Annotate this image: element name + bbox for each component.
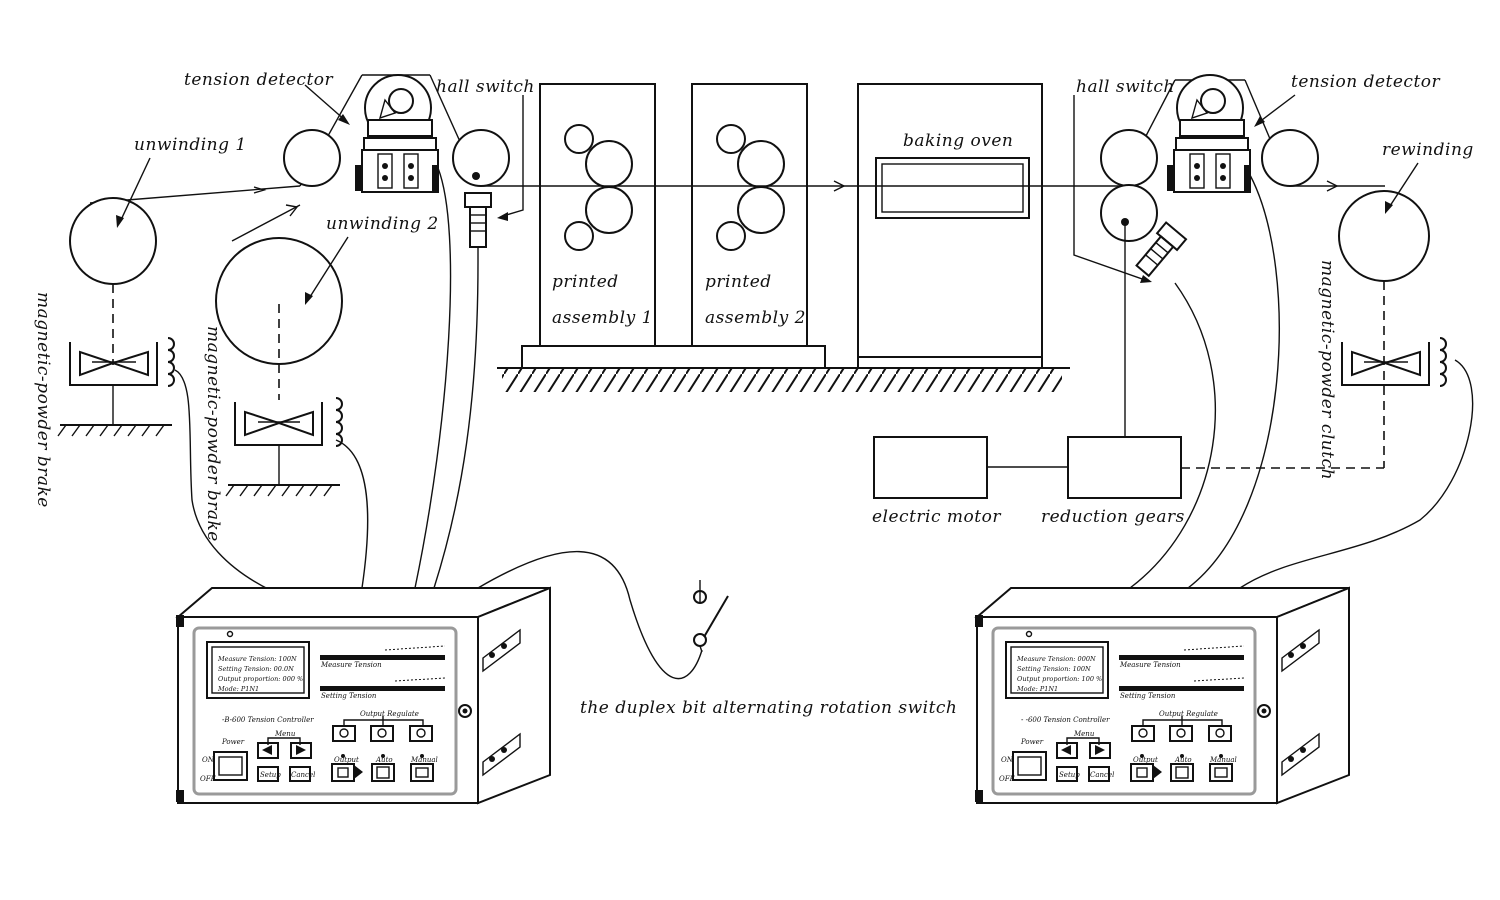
leader-arrows: [116, 84, 1419, 305]
auto-button-label: Auto: [1174, 756, 1192, 764]
printed-assembly-1-label-2: assembly 1: [552, 308, 653, 328]
unwinding-2-label: unwinding 2: [326, 214, 439, 234]
ground-hatch: [502, 368, 1062, 392]
guide-roller-hall-right: [1100, 129, 1158, 187]
unwinding-1-roll: [69, 197, 157, 285]
lcd-line: Setting Tension: 100N: [1017, 665, 1091, 673]
magnetic-powder-clutch: [1341, 281, 1447, 468]
rewinding-label: rewinding: [1382, 140, 1474, 160]
cancel-button-label: Cancel: [1090, 771, 1114, 779]
on-label: ON: [202, 756, 215, 764]
guide-roller-right: [1261, 129, 1319, 187]
bar-label: Setting Tension: [1120, 692, 1176, 700]
model-label: - -600 Tension Controller: [1021, 716, 1110, 724]
tension-detector-left-label: tension detector: [184, 70, 334, 90]
tension-detector-right-label: tension detector: [1291, 72, 1441, 92]
menu-label: Menu: [1073, 730, 1095, 738]
magnetic-powder-brake-2: [225, 304, 343, 497]
lcd-line: Measure Tension: 100N: [217, 655, 297, 663]
magnetic-powder-brake-1: [57, 284, 175, 437]
printed-assembly-2: [691, 83, 808, 347]
cancel-button-label: Cancel: [291, 771, 315, 779]
output-button-label: Output: [334, 756, 359, 764]
clutch-label: magnetic-powder clutch: [1317, 260, 1337, 480]
hall-sensor-right: [1135, 221, 1188, 278]
bar-label: Measure Tension: [320, 661, 382, 669]
tension-detector-right-device: [1167, 74, 1251, 193]
hall-switch-left-label: hall switch: [436, 77, 535, 97]
printed-assembly-1-label: printed: [552, 272, 619, 292]
hall-sensor-left: [464, 192, 492, 262]
menu-label: Menu: [274, 730, 296, 738]
duplex-rotation-switch: [693, 580, 729, 653]
reduction-gears-label: reduction gears: [1041, 507, 1185, 527]
brake-2-label: magnetic-powder brake: [203, 326, 223, 542]
signal-cables: [174, 167, 1474, 680]
electric-motor-box: [873, 436, 988, 499]
lcd-line: Output proportion: 000 %: [218, 675, 303, 683]
hall-switch-right-label: hall switch: [1076, 77, 1175, 97]
off-label: OFF: [999, 775, 1016, 783]
tension-controller-left: Measure Tension: 100N Setting Tension: 0…: [174, 586, 552, 805]
manual-button-label: Manual: [410, 756, 438, 764]
guide-roller-hall-left: [452, 129, 510, 187]
baking-oven-label: baking oven: [903, 131, 1013, 151]
tension-controller-right: Measure Tension: 000N Setting Tension: 1…: [973, 586, 1351, 805]
off-label: OFF: [200, 775, 217, 783]
output-regulate-label: Output Regulate: [1159, 710, 1218, 718]
drive-roller-right: [1100, 184, 1158, 242]
setup-button-label: Setup: [260, 771, 281, 779]
tension-detector-left-device: [355, 74, 439, 193]
power-label: Power: [1020, 738, 1044, 746]
lcd-line: Setting Tension: 00.0N: [218, 665, 294, 673]
model-label: -B-600 Tension Controller: [222, 716, 314, 724]
bar-label: Setting Tension: [321, 692, 377, 700]
power-label: Power: [221, 738, 245, 746]
lcd-line: Measure Tension: 000N: [1016, 655, 1096, 663]
auto-button-label: Auto: [375, 756, 393, 764]
setup-button-label: Setup: [1059, 771, 1080, 779]
rewinding-roll: [1338, 190, 1430, 282]
printer-base: [521, 345, 826, 369]
output-button-label: Output: [1133, 756, 1158, 764]
electric-motor-label: electric motor: [872, 507, 1001, 527]
duplex-switch-label: the duplex bit alternating rotation swit…: [580, 698, 957, 718]
printed-assembly-2-label: printed: [705, 272, 772, 292]
manual-button-label: Manual: [1209, 756, 1237, 764]
lcd-line: Mode: P1N1: [1016, 685, 1058, 693]
bar-label: Measure Tension: [1119, 661, 1181, 669]
unwinding-1-label: unwinding 1: [134, 135, 247, 155]
lcd-line: Mode: P1N1: [217, 685, 259, 693]
reduction-gears-box: [1067, 436, 1182, 499]
printed-assembly-2-label-2: assembly 2: [705, 308, 806, 328]
brake-1-label: magnetic-powder brake: [33, 292, 53, 508]
baking-oven: [857, 83, 1043, 369]
guide-roller-left: [283, 129, 341, 187]
on-label: ON: [1001, 756, 1014, 764]
unwinding-2-roll: [215, 237, 343, 365]
output-regulate-label: Output Regulate: [360, 710, 419, 718]
printed-assembly-1: [539, 83, 656, 347]
lcd-line: Output proportion: 100 %: [1017, 675, 1102, 683]
